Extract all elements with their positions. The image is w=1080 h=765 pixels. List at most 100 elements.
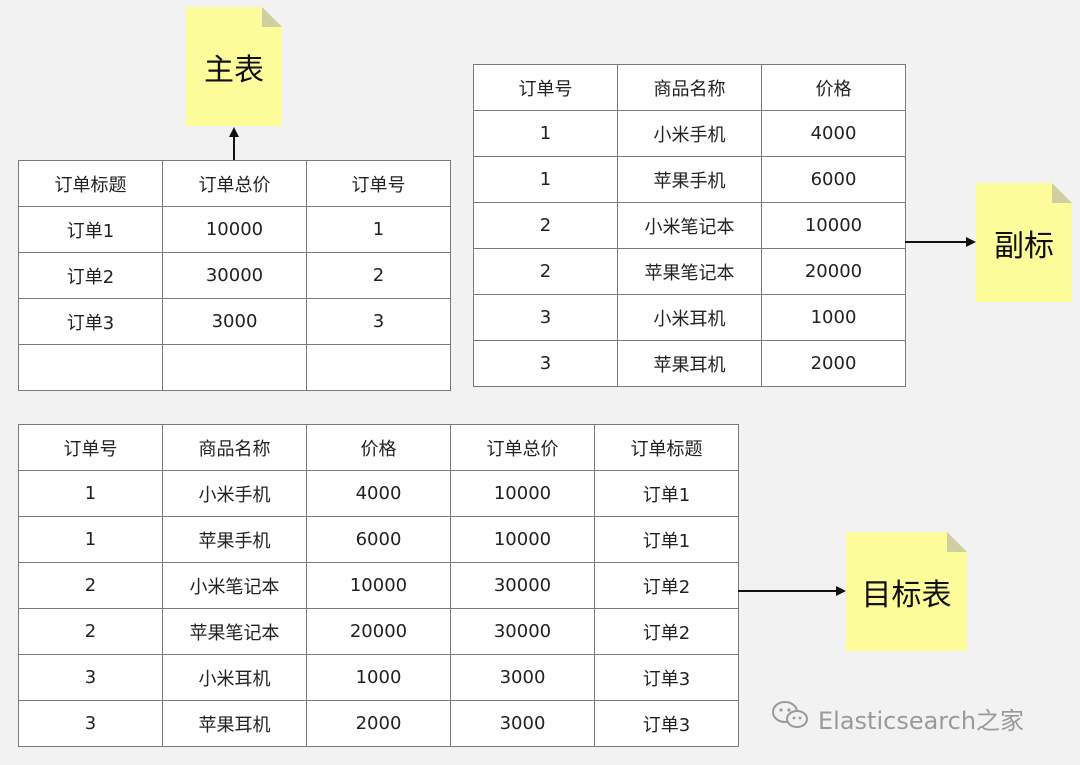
note-fold (262, 7, 282, 27)
header-cell: 订单号 (306, 160, 451, 207)
table-cell: 1 (473, 156, 618, 203)
table-cell: 4000 (306, 470, 451, 517)
table-cell (18, 344, 163, 391)
sub-table-note: 副标 (976, 183, 1072, 302)
table-cell: 3 (18, 700, 163, 747)
header-cell: 商品名称 (617, 64, 762, 111)
table-cell: 10000 (450, 516, 595, 563)
table-cell: 订单2 (594, 608, 739, 655)
table-cell: 2 (306, 252, 451, 299)
header-cell: 订单总价 (450, 424, 595, 471)
table-cell: 小米笔记本 (162, 562, 307, 609)
table-cell: 3000 (450, 654, 595, 701)
header-cell: 订单号 (18, 424, 163, 471)
table-cell: 1000 (761, 294, 906, 341)
table-cell: 3000 (450, 700, 595, 747)
table-cell: 6000 (306, 516, 451, 563)
table-cell: 2000 (761, 340, 906, 387)
table-cell: 30000 (450, 608, 595, 655)
table-cell: 订单3 (18, 298, 163, 345)
header-cell: 价格 (306, 424, 451, 471)
table-cell: 30000 (450, 562, 595, 609)
table-cell: 小米耳机 (162, 654, 307, 701)
table-cell: 苹果手机 (617, 156, 762, 203)
table-cell: 2 (18, 608, 163, 655)
table-cell: 苹果手机 (162, 516, 307, 563)
table-cell: 2000 (306, 700, 451, 747)
sub-table-note-label: 副标 (994, 228, 1054, 264)
table-cell: 订单1 (594, 516, 739, 563)
table-cell: 10000 (162, 206, 307, 253)
header-row: 订单标题订单总价订单号 (18, 160, 451, 207)
table-cell: 1 (18, 470, 163, 517)
watermark: Elasticsearch之家 (770, 700, 1024, 736)
table-cell (306, 344, 451, 391)
table-cell: 2 (18, 562, 163, 609)
table-cell: 1 (473, 110, 618, 157)
table-cell: 3 (473, 294, 618, 341)
table-cell: 订单3 (594, 700, 739, 747)
table-cell: 20000 (306, 608, 451, 655)
header-cell: 订单标题 (18, 160, 163, 207)
header-cell: 价格 (761, 64, 906, 111)
table-cell: 3 (18, 654, 163, 701)
table-cell: 小米耳机 (617, 294, 762, 341)
header-row: 订单号商品名称价格 (473, 64, 906, 111)
table-cell (162, 344, 307, 391)
table-cell: 苹果耳机 (162, 700, 307, 747)
table-cell: 30000 (162, 252, 307, 299)
table-cell: 2 (473, 202, 618, 249)
table-cell: 小米手机 (162, 470, 307, 517)
main-table-note: 主表 (186, 7, 282, 126)
table-cell: 3 (473, 340, 618, 387)
wechat-icon (770, 699, 810, 737)
header-cell: 订单总价 (162, 160, 307, 207)
target-table-note: 目标表 (846, 532, 967, 651)
table-cell: 订单1 (18, 206, 163, 253)
table-cell: 小米笔记本 (617, 202, 762, 249)
header-cell: 订单号 (473, 64, 618, 111)
header-row: 订单号商品名称价格订单总价订单标题 (18, 424, 739, 471)
table-cell: 订单2 (18, 252, 163, 299)
table-cell: 订单3 (594, 654, 739, 701)
table-cell: 订单2 (594, 562, 739, 609)
note-fold (1052, 183, 1072, 203)
table-cell: 苹果笔记本 (617, 248, 762, 295)
table-cell: 2 (473, 248, 618, 295)
table-cell: 苹果耳机 (617, 340, 762, 387)
target-table-note-label: 目标表 (861, 577, 952, 613)
table-cell: 10000 (761, 202, 906, 249)
main-table-note-label: 主表 (204, 52, 264, 88)
table-cell: 1000 (306, 654, 451, 701)
table-cell: 1 (306, 206, 451, 253)
header-cell: 订单标题 (594, 424, 739, 471)
table-cell: 3000 (162, 298, 307, 345)
table-cell: 20000 (761, 248, 906, 295)
table-cell: 苹果笔记本 (162, 608, 307, 655)
table-cell: 小米手机 (617, 110, 762, 157)
table-cell: 1 (18, 516, 163, 563)
note-fold (947, 532, 967, 552)
table-cell: 4000 (761, 110, 906, 157)
header-cell: 商品名称 (162, 424, 307, 471)
table-cell: 10000 (450, 470, 595, 517)
watermark-text: Elasticsearch之家 (818, 706, 1025, 735)
